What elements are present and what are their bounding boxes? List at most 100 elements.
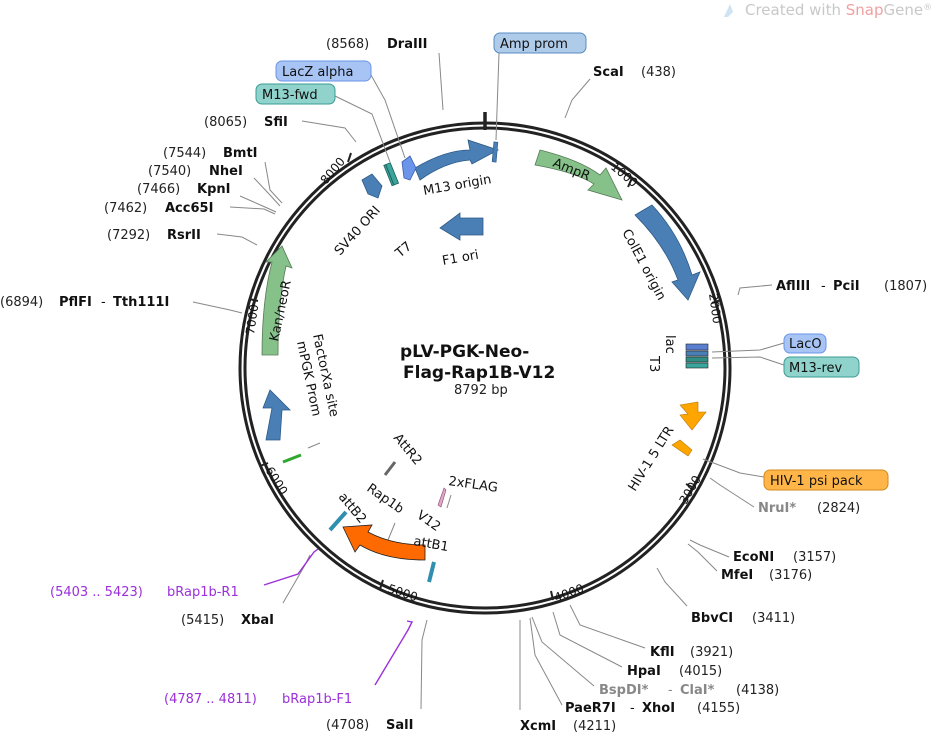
boxed-feature-labels: Amp prom LacZ alpha M13-fwd LacO M13-rev… <box>255 32 889 491</box>
svg-text:(7466): (7466) <box>137 182 180 197</box>
primers: (5403 .. 5423) bRap1b-R1 (4787 .. 4811) … <box>50 548 414 707</box>
restriction-sites: (8568) DraIII ScaI (438) (8065) SfiI (75… <box>0 37 927 734</box>
hiv1-psi-pack-box[interactable]: HIV-1 psi pack <box>763 469 889 491</box>
svg-text:(5415): (5415) <box>181 613 224 628</box>
site-kfli[interactable]: KflI (3921) <box>650 645 733 660</box>
svg-text:(2824): (2824) <box>817 501 860 516</box>
svg-text:M13-rev: M13-rev <box>789 361 843 376</box>
svg-text:bRap1b-F1: bRap1b-F1 <box>282 692 352 707</box>
svg-text:-: - <box>101 295 106 310</box>
site-hpai[interactable]: HpaI (4015) <box>627 664 722 679</box>
svg-text:(6894): (6894) <box>0 295 43 310</box>
svg-text:NruI*: NruI* <box>758 501 796 516</box>
hiv1-psi-feature <box>671 439 693 457</box>
site-rsrii[interactable]: (7292) RsrII <box>107 228 201 243</box>
svg-text:M13-fwd: M13-fwd <box>262 88 318 103</box>
site-scai[interactable]: ScaI (438) <box>593 65 676 80</box>
site-paer7i-xhoi[interactable]: PaeR7I - XhoI (4155) <box>565 701 740 716</box>
svg-text:(5403 .. 5423): (5403 .. 5423) <box>50 585 143 600</box>
site-xcmi[interactable]: XcmI (4211) <box>520 719 616 734</box>
site-draiii[interactable]: (8568) DraIII <box>326 37 428 52</box>
plasmid-title: pLV-PGK-Neo- Flag-Rap1B-V12 8792 bp <box>400 342 555 398</box>
m13-fwd-feature <box>383 162 400 187</box>
svg-text:Created with SnapGene®: Created with SnapGene® <box>745 1 932 19</box>
hiv1-5ltr-label: HIV-1 5 LTR <box>626 424 678 494</box>
attb1-feature <box>427 561 436 583</box>
svg-text:(438): (438) <box>641 65 676 80</box>
m13-fwd-box[interactable]: M13-fwd <box>255 83 336 105</box>
svg-text:(3411): (3411) <box>752 611 795 626</box>
plasmid-name-line2: Flag-Rap1B-V12 <box>403 363 555 383</box>
svg-text:SalI: SalI <box>386 718 413 733</box>
attb1-label: attB1 <box>412 534 449 555</box>
amp-prom-feature <box>491 141 499 163</box>
site-sfii[interactable]: (8065) SfiI <box>204 115 288 130</box>
site-kpni[interactable]: (7466) KpnI <box>137 182 230 197</box>
site-bmti[interactable]: (7544) BmtI <box>163 146 258 161</box>
svg-text:PaeR7I: PaeR7I <box>565 701 616 716</box>
site-bbvci[interactable]: BbvCI (3411) <box>691 611 795 626</box>
lacz-alpha-box[interactable]: LacZ alpha <box>275 60 372 82</box>
svg-text:(3157): (3157) <box>793 550 836 565</box>
svg-text:(7540): (7540) <box>148 164 191 179</box>
factorxa-site-feature <box>282 453 302 464</box>
site-acc65i[interactable]: (7462) Acc65I <box>104 201 213 216</box>
svg-text:LacO: LacO <box>789 337 822 352</box>
svg-text:KflI: KflI <box>650 645 675 660</box>
site-mfei[interactable]: MfeI (3176) <box>721 568 812 583</box>
svg-text:(7544): (7544) <box>163 146 206 161</box>
svg-text:(4708): (4708) <box>326 718 369 733</box>
svg-text:HpaI: HpaI <box>627 664 661 679</box>
lacz-alpha-arrow <box>401 155 417 181</box>
tick-label: 2000 <box>706 292 724 324</box>
svg-text:ClaI*: ClaI* <box>680 683 715 698</box>
svg-text:(1807): (1807) <box>884 279 927 294</box>
v12-label: V12 <box>414 508 443 535</box>
svg-text:BmtI: BmtI <box>223 146 258 161</box>
site-pflfi-tth111i[interactable]: (6894) PflFI - Tth111I <box>0 295 169 310</box>
attb2-feature <box>328 510 348 532</box>
svg-text:(4211): (4211) <box>573 719 616 734</box>
svg-text:PflFI: PflFI <box>59 295 92 310</box>
svg-text:DraIII: DraIII <box>387 37 428 52</box>
backbone <box>238 112 732 615</box>
svg-text:BbvCI: BbvCI <box>691 611 733 626</box>
2xflag-feature <box>437 487 447 508</box>
svg-text:XcmI: XcmI <box>520 719 556 734</box>
snapgene-logo-icon <box>724 4 733 17</box>
svg-text:(4138): (4138) <box>736 683 779 698</box>
svg-text:Tth111I: Tth111I <box>113 295 169 310</box>
m13-rev-box[interactable]: M13-rev <box>783 356 860 378</box>
svg-text:SfiI: SfiI <box>264 115 288 130</box>
site-sali[interactable]: (4708) SalI <box>326 718 413 733</box>
svg-text:BspDI*: BspDI* <box>599 683 649 698</box>
svg-text:(4015): (4015) <box>679 664 722 679</box>
site-nhei[interactable]: (7540) NheI <box>148 164 243 179</box>
svg-text:(4787 .. 4811): (4787 .. 4811) <box>164 692 257 707</box>
svg-text:(7462): (7462) <box>104 201 147 216</box>
svg-text:ScaI: ScaI <box>593 65 624 80</box>
f1-ori-arrow <box>439 212 484 241</box>
svg-text:(7292): (7292) <box>107 228 150 243</box>
site-nrui[interactable]: NruI* (2824) <box>758 501 860 516</box>
site-afliii-pcii[interactable]: AflIII - PciI (1807) <box>776 279 927 294</box>
t3-label: T3 <box>646 355 661 372</box>
rap1b-v12-arrow <box>342 524 426 561</box>
svg-text:EcoNI: EcoNI <box>733 550 774 565</box>
site-xbai[interactable]: (5415) XbaI <box>181 613 274 628</box>
m13-origin-arrow <box>414 139 500 181</box>
laco-box[interactable]: LacO <box>783 333 827 354</box>
primer-brap1b-r1[interactable]: (5403 .. 5423) bRap1b-R1 <box>50 585 239 600</box>
kan-neor-arrow <box>261 245 293 356</box>
svg-text:-: - <box>630 701 635 716</box>
sv40-ori-arrow <box>361 173 383 199</box>
plasmid-name-line1: pLV-PGK-Neo- <box>400 342 529 362</box>
site-bspdi-clai[interactable]: BspDI* - ClaI* (4138) <box>599 683 779 698</box>
primer-brap1b-f1[interactable]: (4787 .. 4811) bRap1b-F1 <box>164 692 352 707</box>
attr2-feature <box>383 461 397 476</box>
amp-prom-box[interactable]: Amp prom <box>493 32 587 54</box>
site-econi[interactable]: EcoNI (3157) <box>733 550 836 565</box>
svg-text:LacZ alpha: LacZ alpha <box>282 65 353 80</box>
svg-text:Amp prom: Amp prom <box>500 37 568 52</box>
svg-text:Acc65I: Acc65I <box>165 201 213 216</box>
